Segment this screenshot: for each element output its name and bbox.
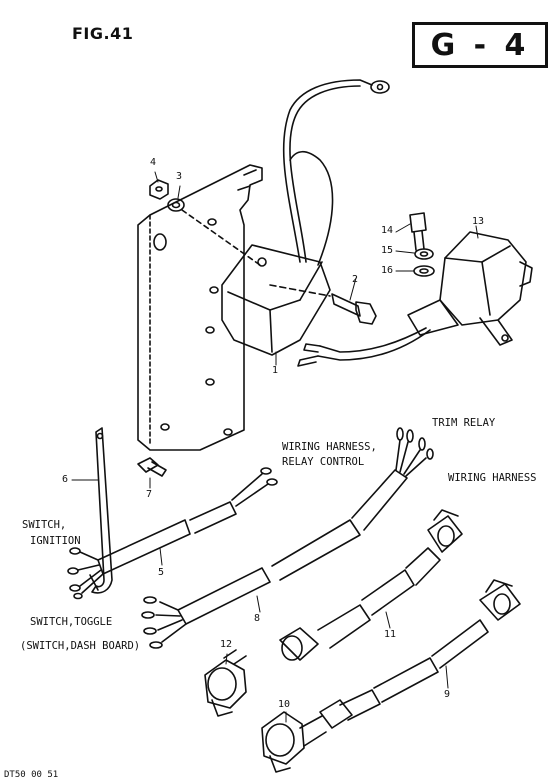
bolt	[269, 284, 377, 325]
callout-7: 7	[146, 489, 153, 500]
control-module	[221, 244, 331, 356]
callout-2: 2	[352, 274, 359, 285]
callout-16: 16	[381, 265, 394, 276]
callout-4: 4	[150, 157, 157, 168]
trim-relay-assembly	[297, 212, 533, 367]
label-switch-ignition-line2: IGNITION	[30, 535, 81, 547]
label-wiring-harness-relay-line1: WIRING HARNESS,	[282, 441, 377, 453]
mounting-bracket	[137, 164, 263, 451]
label-switch-toggle-line1: SWITCH,TOGGLE	[30, 616, 113, 628]
footer-code: DT50 00 51	[4, 770, 59, 780]
callout-15: 15	[381, 245, 394, 256]
callout-3: 3	[176, 171, 183, 182]
connector-plug-lower	[261, 711, 327, 773]
wiring-harness-long	[223, 509, 463, 665]
connector-plug-upper	[204, 659, 247, 717]
callout-14: 14	[381, 225, 394, 236]
callout-13: 13	[472, 216, 485, 227]
callout-9: 9	[444, 689, 451, 700]
callout-11: 11	[384, 629, 397, 640]
callout-leaders	[71, 171, 479, 723]
washer-and-nut	[149, 179, 261, 266]
wiring-harness-short	[319, 579, 521, 729]
label-switch-toggle-line2: (SWITCH,DASH BOARD)	[20, 640, 141, 652]
page-code-box: G - 4	[412, 22, 548, 68]
label-wiring-harness-relay-line2: RELAY CONTROL	[282, 456, 365, 468]
screw	[137, 457, 167, 477]
relay-control-harness	[141, 427, 434, 649]
callout-5: 5	[158, 567, 165, 578]
module-lead-wires	[282, 79, 390, 266]
label-wiring-harness: WIRING HARNESS	[448, 472, 537, 484]
callout-12: 12	[220, 639, 233, 650]
callout-10: 10	[278, 699, 291, 710]
figure-label: FIG.41	[72, 24, 134, 43]
callout-8: 8	[254, 613, 261, 624]
ignition-switch-harness	[67, 467, 278, 600]
label-switch-ignition-line1: SWITCH,	[22, 519, 67, 531]
label-trim-relay: TRIM RELAY	[432, 417, 496, 429]
callout-6: 6	[62, 474, 69, 485]
callout-1: 1	[272, 365, 279, 376]
